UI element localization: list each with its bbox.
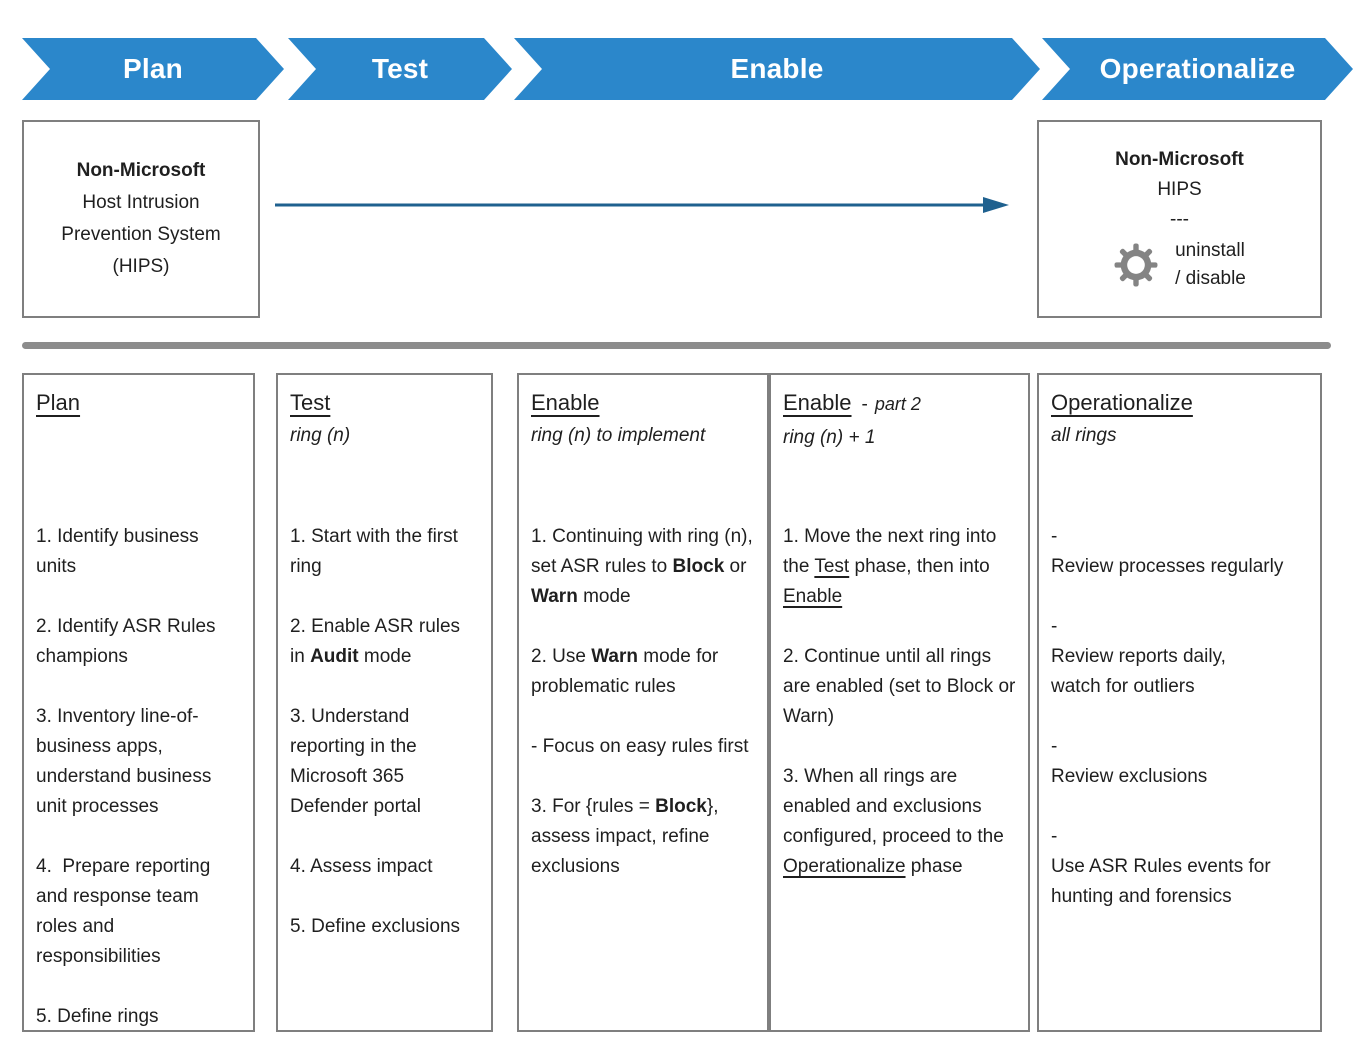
list-item: 3. For {rules = Block}, assess impact, r… <box>531 796 724 877</box>
chevron-test: Test <box>288 38 512 100</box>
list-item: 3. Inventory line-of-business apps, unde… <box>36 706 217 817</box>
hips-uninstall-text: uninstall / disable <box>1175 237 1246 293</box>
column-body: 1. Move the next ring into the Test phas… <box>783 522 1016 882</box>
list-item: 2. Identify ASR Rules champions <box>36 616 221 667</box>
list-item: 2. Use Warn mode for problematic rules <box>531 646 724 697</box>
hips-after-separator: --- <box>1170 209 1189 230</box>
hips-after-line: HIPS <box>1157 179 1202 200</box>
column-header: Plan <box>36 389 241 522</box>
column-title: Plan <box>36 390 81 415</box>
column-title: Test <box>290 390 331 415</box>
column-body: 1. Identify business units 2. Identify AS… <box>36 522 241 1032</box>
list-item: 4. Prepare reporting and response team r… <box>36 856 216 967</box>
list-item: 1. Move the next ring into the Test phas… <box>783 526 1002 607</box>
list-item: 3. Understand reporting in the Microsoft… <box>290 706 423 817</box>
column-subtitle <box>36 421 241 451</box>
column-title: Enable <box>531 390 600 415</box>
list-item: 4. Assess impact <box>290 856 433 877</box>
phase-column-enable-part-2: Enable-part 2 ring (n) + 1 1. Move the nex… <box>769 373 1030 1032</box>
phase-column-enable: Enable ring (n) to implement 1. Continuing… <box>517 373 769 1032</box>
chevron-operationalize: Operationalize <box>1042 38 1353 100</box>
list-item: 1. Continuing with ring (n), set ASR rul… <box>531 526 759 607</box>
hips-before-line: Prevention System <box>61 224 221 245</box>
column-subtitle: all rings <box>1051 425 1117 446</box>
chevron-enable-label: Enable <box>730 53 824 84</box>
hips-after-title: Non-Microsoft <box>1115 149 1244 170</box>
list-item: - Review exclusions <box>1051 736 1208 787</box>
chevron-test-label: Test <box>371 53 429 84</box>
list-item: 5. Define rings <box>36 1006 159 1027</box>
column-header: Test ring (n) <box>290 389 479 522</box>
gear-icon <box>1114 243 1158 287</box>
column-subtitle: ring (n) <box>290 425 351 446</box>
column-header: Enable ring (n) to implement <box>531 389 755 522</box>
chevron-enable: Enable <box>514 38 1040 100</box>
hips-before-title: Non-Microsoft <box>76 160 206 181</box>
column-header: Enable-part 2 ring (n) + 1 <box>783 389 1016 522</box>
list-item: - Focus on easy rules first <box>531 736 749 757</box>
column-body: - Review processes regularly - Review rep… <box>1051 522 1308 912</box>
hips-uninstall-row: uninstall / disable <box>1113 237 1246 293</box>
chevron-plan-label: Plan <box>123 53 183 84</box>
column-body: 1. Start with the first ring 2. Enable AS… <box>290 522 479 942</box>
list-item: - Use ASR Rules events for hunting and f… <box>1051 826 1271 907</box>
column-subtitle: ring (n) to implement <box>531 425 706 446</box>
flow-arrow <box>275 197 1009 213</box>
phase-column-plan: Plan 1. Identify business units 2. Identif… <box>22 373 255 1032</box>
phase-column-operationalize: Operationalize all rings - Review processe… <box>1037 373 1322 1032</box>
list-item: 2. Enable ASR rules in Audit mode <box>290 616 466 667</box>
hips-before-line: Host Intrusion <box>82 192 200 213</box>
list-item: - Review reports daily, watch for outlie… <box>1051 616 1226 697</box>
hips-uninstall-line: / disable <box>1175 268 1246 289</box>
hips-before-line: (HIPS) <box>112 256 170 277</box>
column-body: 1. Continuing with ring (n), set ASR rul… <box>531 522 755 882</box>
list-item: 3. When all rings are enabled and exclus… <box>783 766 1010 877</box>
list-item: 5. Define exclusions <box>290 916 461 937</box>
column-title: Enable-part 2 <box>783 390 921 415</box>
hips-uninstall-line: uninstall <box>1175 240 1245 261</box>
column-title: Operationalize <box>1051 390 1193 415</box>
chevron-plan: Plan <box>22 38 284 100</box>
chevron-operationalize-label: Operationalize <box>1099 53 1296 84</box>
phase-column-test: Test ring (n) 1. Start with the first ring… <box>276 373 493 1032</box>
list-item: - Review processes regularly <box>1051 526 1284 577</box>
list-item: 1. Identify business units <box>36 526 204 577</box>
hips-before-box: Non-Microsoft Host Intrusion Prevention … <box>22 120 260 318</box>
list-item: 1. Start with the first ring <box>290 526 464 577</box>
phase-chevron-band: Plan Test Enable Operationalize <box>0 38 1353 100</box>
column-header: Operationalize all rings <box>1051 389 1308 522</box>
list-item: 2. Continue until all rings are enabled … <box>783 646 1021 727</box>
column-subtitle: ring (n) + 1 <box>783 427 876 448</box>
section-divider <box>22 342 1331 349</box>
hips-after-box: Non-Microsoft HIPS --- uninstall <box>1037 120 1322 318</box>
